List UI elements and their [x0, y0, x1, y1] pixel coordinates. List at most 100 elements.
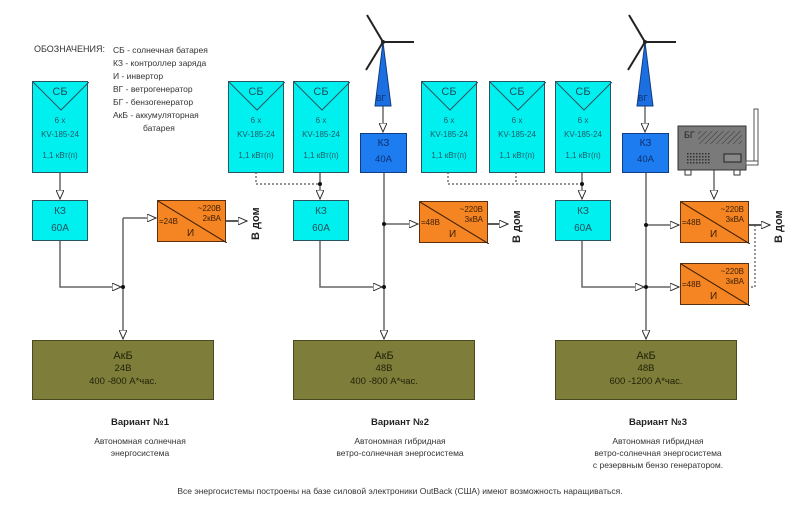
solar-panel: СБ 6 х KV-185-24 1,1 кВт(п)	[293, 81, 350, 173]
solar-panel-count: 6 х	[315, 116, 327, 125]
variant-caption-2: Вариант №2 Автономная гибридная ветро-со…	[290, 417, 510, 459]
solar-panel-title: СБ	[52, 86, 68, 98]
solar-panel-title: СБ	[575, 86, 591, 98]
inverter-input: =24В	[159, 217, 178, 226]
inverter-diagonal-icon	[158, 201, 227, 243]
legend-item-vg: ВГ - ветрогенератор	[113, 84, 193, 94]
wire-v3-inv-parallel	[749, 225, 756, 288]
variant-caption-1: Вариант №1 Автономная солнечная энергоси…	[30, 417, 250, 459]
battery-capacity: 400 -800 А*час.	[350, 376, 418, 387]
wire-v3-sb-dotted	[447, 172, 582, 185]
solar-panel: СБ 6 х KV-185-24 1,1 кВт(п)	[32, 81, 89, 173]
controller-current: 40А	[375, 154, 392, 165]
solar-panel-count: 6 х	[443, 116, 455, 125]
solar-panel-model: KV-185-24	[237, 130, 275, 139]
battery-v1: АкБ 24В 400 -800 А*час.	[32, 340, 214, 400]
to-house-label: В дом	[250, 207, 262, 240]
inverter-name: И	[710, 229, 718, 240]
solar-panel-model: KV-185-24	[498, 130, 536, 139]
controller-name: КЗ	[639, 138, 652, 149]
solar-panel-count: 6 х	[250, 116, 262, 125]
inverter-name: И	[187, 228, 195, 239]
solar-panel-power: 1,1 кВт(п)	[565, 151, 601, 160]
variant-caption-3: Вариант №3 Автономная гибридная ветро-со…	[548, 417, 768, 471]
battery-capacity: 400 -800 А*час.	[89, 376, 157, 387]
controller-name: КЗ	[577, 206, 589, 217]
charge-controller-solar: КЗ 60А	[32, 200, 88, 241]
to-house-label: В дом	[511, 210, 523, 243]
wind-generator-label: ВГ	[638, 94, 648, 103]
legend-item-sb: СБ - солнечная батарея	[113, 45, 208, 55]
battery-v2: АкБ 48В 400 -800 А*час.	[293, 340, 475, 400]
petrol-generator-label: БГ	[684, 130, 695, 140]
to-house-label: В дом	[773, 210, 785, 243]
inverter-diagonal-icon	[420, 202, 489, 244]
charge-controller-wind: КЗ 40А	[622, 133, 669, 173]
battery-v3: АкБ 48В 600 -1200 А*час.	[555, 340, 737, 400]
legend-item-bg: БГ - бензогенератор	[113, 97, 194, 107]
solar-panel-power: 1,1 кВт(п)	[499, 151, 535, 160]
solar-panel-title: СБ	[441, 86, 457, 98]
solar-panel-count: 6 х	[577, 116, 589, 125]
inverter-input: =48В	[682, 280, 701, 289]
legend-item-akb: АкБ - аккумуляторная	[113, 110, 199, 120]
battery-voltage: 24В	[114, 363, 132, 374]
inverter-diagonal-icon	[681, 202, 750, 244]
legend-title: ОБОЗНАЧЕНИЯ:	[34, 44, 106, 54]
inverter-input: =48В	[421, 218, 440, 227]
petrol-generator	[677, 108, 759, 176]
solar-panel: СБ 6 х KV-185-24 1,1 кВт(п)	[421, 81, 478, 173]
solar-panel-model: KV-185-24	[41, 130, 79, 139]
variant-title: Вариант №3	[629, 417, 687, 428]
wire-v2-sb-dotted	[255, 172, 320, 185]
solar-panel: СБ 6 х KV-185-24 1,1 кВт(п)	[489, 81, 546, 173]
variant-description: Автономная гибридная ветро-солнечная эне…	[592, 436, 724, 470]
solar-panel-power: 1,1 кВт(п)	[238, 151, 274, 160]
solar-panel-icon	[294, 82, 350, 111]
solar-panel-title: СБ	[313, 86, 329, 98]
legend-item-kz: КЗ - контроллер заряда	[113, 58, 207, 68]
inverter-diagonal-icon	[681, 264, 750, 306]
battery-capacity: 600 -1200 А*час.	[609, 376, 683, 387]
charge-controller-wind: КЗ 40А	[360, 133, 407, 173]
solar-panel-icon	[556, 82, 612, 111]
solar-panel-icon	[422, 82, 478, 111]
charge-controller-solar: КЗ 60А	[293, 200, 349, 241]
controller-current: 60А	[574, 223, 592, 234]
battery-voltage: 48В	[637, 363, 655, 374]
legend-item-akb-cont: батарея	[143, 123, 175, 133]
solar-panel-count: 6 х	[54, 116, 66, 125]
solar-panel-model: KV-185-24	[430, 130, 468, 139]
controller-current: 60А	[51, 223, 69, 234]
variant-title: Вариант №2	[371, 417, 429, 428]
legend-list: СБ - солнечная батарея КЗ - контроллер з…	[113, 44, 208, 135]
charge-controller-solar: КЗ 60А	[555, 200, 611, 241]
wind-turbine-v3	[627, 14, 676, 107]
solar-panel-model: KV-185-24	[564, 130, 602, 139]
controller-name: КЗ	[54, 206, 66, 217]
controller-name: КЗ	[315, 206, 327, 217]
solar-panel: СБ 6 х KV-185-24 1,1 кВт(п)	[555, 81, 612, 173]
solar-panel-power: 1,1 кВт(п)	[303, 151, 339, 160]
battery-name: АкБ	[374, 350, 394, 362]
legend-item-inverter: И - инвертор	[113, 71, 164, 81]
footer-note: Все энергосистемы построены на базе сило…	[177, 486, 623, 496]
battery-name: АкБ	[113, 350, 133, 362]
solar-panel-power: 1,1 кВт(п)	[431, 151, 467, 160]
variant-title: Вариант №1	[111, 417, 169, 428]
solar-panel: СБ 6 х KV-185-24 1,1 кВт(п)	[228, 81, 285, 173]
wire-v3-kz-bus	[581, 241, 644, 287]
controller-current: 60А	[312, 223, 330, 234]
wire-v1-kz-bus	[59, 241, 121, 287]
battery-name: АкБ	[636, 350, 656, 362]
solar-panel-title: СБ	[248, 86, 264, 98]
